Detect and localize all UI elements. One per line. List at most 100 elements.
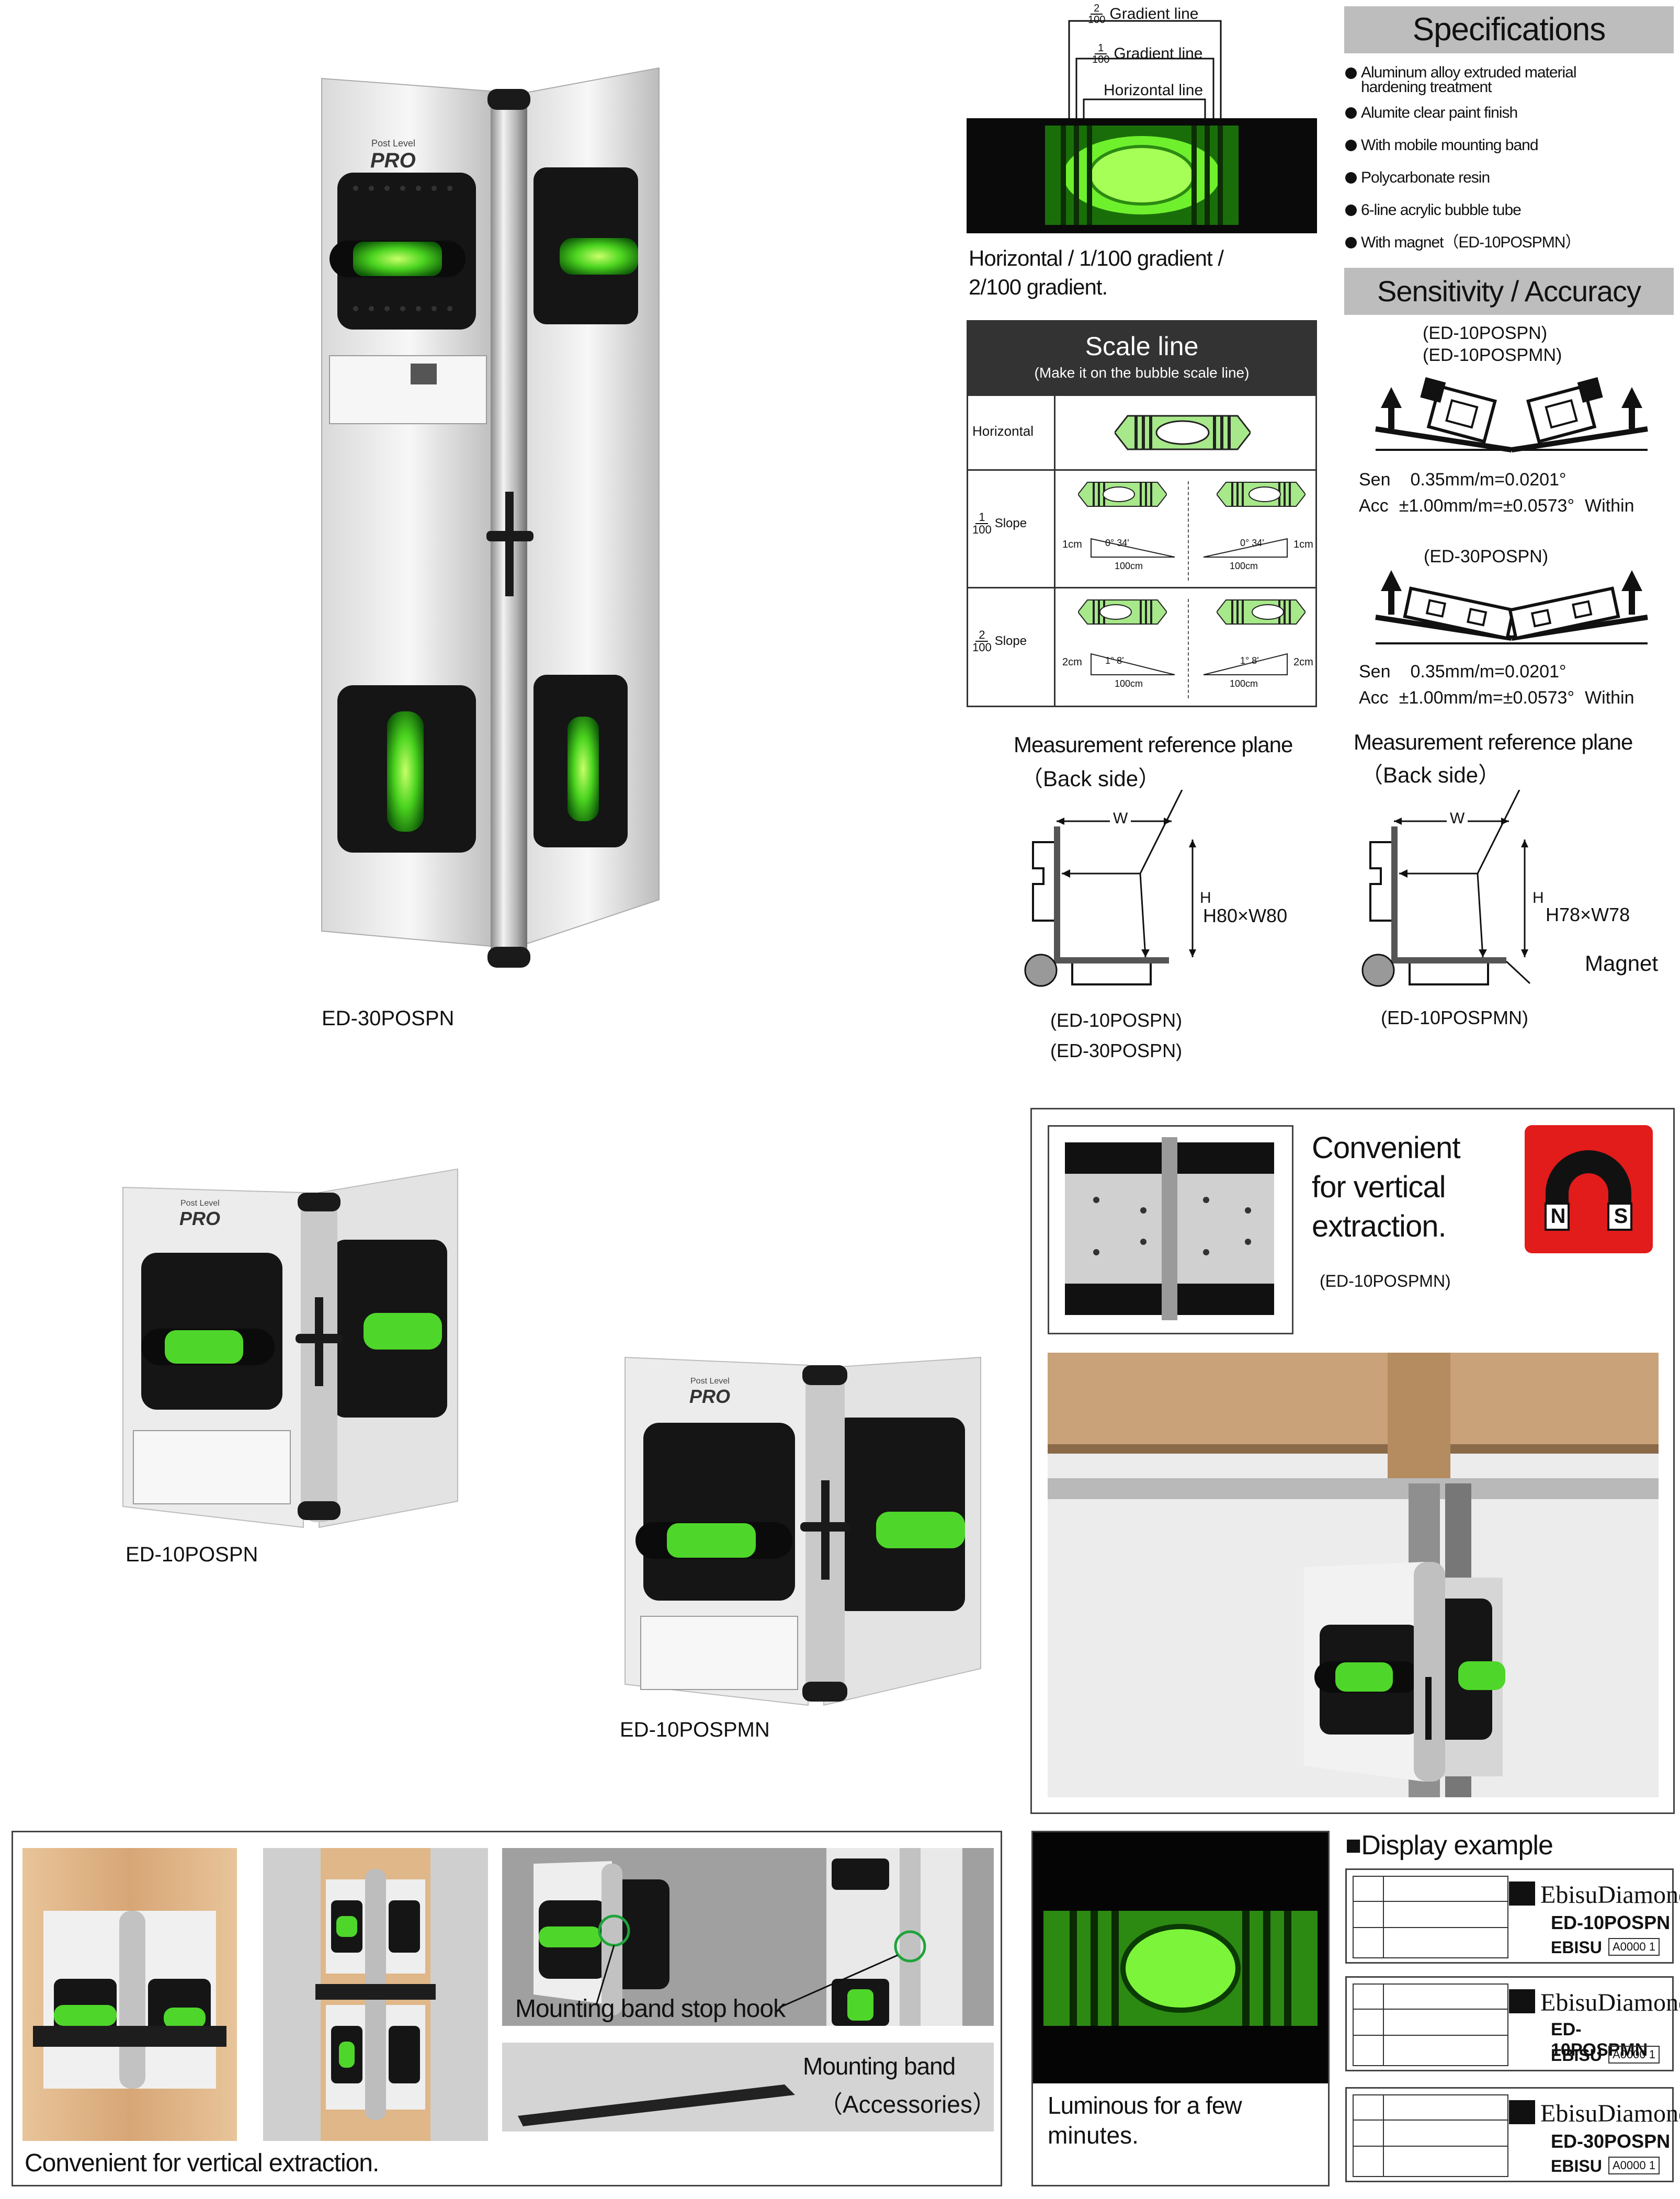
scale-row1-rise-left: 1cm — [1062, 539, 1082, 550]
ref-right-title-2: （Back side） — [1361, 763, 1501, 787]
ref-right-title-1: Measurement reference plane — [1354, 730, 1633, 754]
ref-left-title-2: （Back side） — [1021, 766, 1161, 791]
card-logo-icon — [1509, 2100, 1535, 2124]
scale-row2-angle-left: 1° 8' — [1105, 655, 1124, 666]
card-model: ED-10POSPN — [1551, 1912, 1671, 1933]
scale-row-1-100: 1 100 Slope 1cm 0° 34' 100cm 0° 34' 100c… — [968, 471, 1315, 588]
scale-table-header: Scale line (Make it on the bubble scale … — [968, 322, 1315, 396]
spec-item: With magnet（ED-10POSPMN） — [1345, 226, 1675, 259]
ref-right-magnet: Magnet — [1585, 951, 1659, 976]
sen-label-1: Sen — [1359, 470, 1391, 490]
sensitivity-heading: Sensitivity / Accuracy — [1344, 268, 1674, 315]
sensitivity-row2: Sen 0.35mm/m=0.0201° — [1359, 662, 1567, 682]
luminous-caption-2: minutes. — [1048, 2122, 1139, 2149]
gradient2-frac-den: 100 — [1088, 14, 1106, 26]
spec-item: With mobile mounting band — [1345, 129, 1675, 162]
spec-item: Alumite clear paint finish — [1345, 97, 1675, 129]
scale-row1-angle-right: 0° 34' — [1240, 538, 1264, 548]
display-label-card: EbisuDiamond ED-30POSPN EBISU A0000 1 — [1345, 2087, 1680, 2182]
vial-caption-line1: Horizontal / 1/100 gradient / — [969, 246, 1224, 270]
luminous-box: Luminous for a few minutes. — [1031, 1831, 1330, 2186]
magnet-icon: N S — [1525, 1125, 1653, 1253]
within-label-2: Within — [1585, 688, 1634, 708]
scale-row2-label: Slope — [994, 634, 1027, 648]
magnet-model: (ED-10POSPMN) — [1320, 1272, 1451, 1290]
scale-row1-label: Slope — [994, 516, 1027, 530]
bottom-left-caption: Convenient for vertical extraction. — [25, 2149, 379, 2177]
stop-hook-label: Mounting band stop hook — [515, 1995, 786, 2023]
spec-item: Polycarbonate resin — [1345, 162, 1675, 194]
magnet-text-line3: extraction. — [1312, 1209, 1447, 1243]
sensitivity-diagram-2 — [1375, 570, 1648, 644]
svg-text:PRO: PRO — [179, 1208, 220, 1229]
card-maker: EBISU — [1551, 2157, 1602, 2175]
brand-pro-text: PRO — [370, 149, 416, 172]
scale-table-title: Scale line — [1085, 332, 1199, 361]
card-model: ED-30POSPN — [1551, 2130, 1671, 2152]
ref-right-dim: H78×W78 — [1546, 904, 1630, 925]
magnet-text-line1: Convenient — [1312, 1131, 1460, 1165]
ref-left-model-b: (ED-30POSPN) — [1050, 1040, 1183, 1061]
card-brand: EbisuDiamond — [1540, 2100, 1680, 2127]
scale-row1-base-left: 100cm — [1115, 561, 1143, 571]
scale-row2-rise-left: 2cm — [1062, 656, 1082, 668]
accuracy-row1: Acc ±1.00mm/m=±0.0573° Within — [1359, 496, 1634, 516]
scale-row2-frac-num: 2 — [975, 629, 989, 642]
ref-right-w: W — [1447, 810, 1468, 828]
sen-label-2: Sen — [1359, 662, 1391, 682]
display-label-card: EbisuDiamond ED-10POSPN EBISU A0000 1 — [1345, 1868, 1680, 1964]
scale-row-2-100: 2 100 Slope 2cm 1° 8' 100cm 1° 8' 100cm … — [968, 588, 1315, 706]
card-maker: EBISU — [1551, 1938, 1602, 1957]
bullet-icon — [1345, 140, 1357, 151]
sensitivity-row1: Sen 0.35mm/m=0.0201° — [1359, 470, 1567, 490]
gradient1-frac-den: 100 — [1092, 54, 1110, 65]
magnet-n: N — [1550, 1205, 1566, 1228]
card-code: A0000 1 — [1608, 2046, 1660, 2064]
sen-value-2: 0.35mm/m=0.0201° — [1410, 662, 1567, 682]
magnet-feature-box: Convenient for vertical extraction. (ED-… — [1030, 1108, 1675, 1814]
mounting-band-panel: Mounting band （Accessories） — [502, 2043, 996, 2132]
magnet-s: S — [1614, 1205, 1628, 1228]
bullet-icon — [1345, 67, 1357, 79]
acc-value-1: ±1.00mm/m=±0.0573° — [1399, 496, 1575, 516]
product-ed30-image: Post Level PRO — [309, 63, 675, 994]
mounting-band-label-2: （Accessories） — [819, 2091, 996, 2118]
scale-row2-base-right: 100cm — [1230, 678, 1258, 689]
magnet-back-photo-frame — [1048, 1125, 1293, 1334]
bullet-icon — [1345, 205, 1357, 216]
vial-icon-horizontal — [1115, 415, 1251, 450]
card-code: A0000 1 — [1608, 1938, 1660, 1956]
scale-line-table: Scale line (Make it on the bubble scale … — [967, 320, 1317, 707]
card-logo-icon — [1509, 1989, 1535, 2013]
ref-left-model-a: (ED-10POSPN) — [1050, 1010, 1183, 1031]
luminous-caption-1: Luminous for a few — [1048, 2092, 1242, 2119]
product-ed10-image: Post Level PRO — [118, 1166, 463, 1533]
luminous-vial-photo — [1033, 1832, 1328, 2083]
scale-row1-frac-den: 100 — [972, 523, 992, 536]
svg-text:Post Level: Post Level — [180, 1199, 220, 1208]
sensitivity-diagram-1 — [1375, 377, 1648, 452]
scale-row1-base-right: 100cm — [1230, 561, 1258, 571]
scale-row2-angle-right: 1° 8' — [1240, 655, 1259, 666]
stop-hook-photo — [502, 1848, 994, 2026]
bullet-icon — [1345, 237, 1357, 248]
svg-text:PRO: PRO — [689, 1386, 730, 1407]
sen-value-1: 0.35mm/m=0.0201° — [1410, 470, 1567, 490]
card-code: A0000 1 — [1608, 2157, 1660, 2174]
mounting-band-label-1: Mounting band — [803, 2053, 956, 2080]
vial-icon-slope1-left — [1078, 482, 1167, 507]
scale-row1-rise-right: 1cm — [1293, 539, 1313, 550]
card-brand: EbisuDiamond — [1540, 1989, 1680, 2016]
card-logo-icon — [1509, 1881, 1535, 1906]
scale-row-horizontal-label: Horizontal — [972, 423, 1034, 439]
specifications-heading: Specifications — [1344, 6, 1674, 53]
ref-left-h: H — [1200, 889, 1211, 907]
accuracy-row2: Acc ±1.00mm/m=±0.0573° Within — [1359, 688, 1634, 708]
spec-item: Aluminum alloy extruded material hardeni… — [1345, 65, 1675, 97]
bullet-icon — [1345, 107, 1357, 119]
within-label-1: Within — [1585, 496, 1634, 516]
scale-row2-base-left: 100cm — [1115, 678, 1143, 689]
acc-label-2: Acc — [1359, 688, 1389, 708]
wood-post-photo — [22, 1848, 237, 2141]
vial-icon-slope2-right — [1217, 599, 1306, 625]
